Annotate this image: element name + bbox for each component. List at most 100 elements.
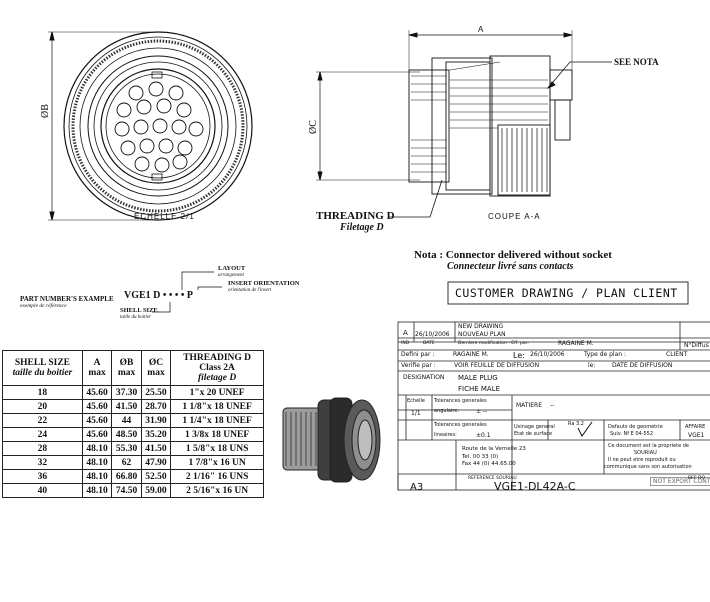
shell-size-sub: taille du boitier	[120, 315, 152, 320]
confid-2: SOURIAU	[634, 450, 657, 456]
affaire-label: AFFAIRE	[685, 424, 706, 430]
table-cell: 44	[111, 413, 142, 428]
ind-header: IND	[401, 341, 410, 346]
th-shell-sub: taille du boitier	[12, 368, 73, 378]
section-label: COUPE A-A	[488, 212, 541, 221]
voir-feuille: VOIR FEUILLE DE DIFFUSION	[454, 362, 540, 369]
mod-author: RAGAINE M.	[558, 340, 594, 347]
rev1-text-en: NEW DRAWING	[458, 323, 504, 330]
note-english: Nota : Connector delivered without socke…	[414, 249, 612, 261]
shell-size-label: SHELL SIZE	[120, 307, 158, 314]
not-export-label: NOT EXPORT CONTR	[650, 477, 710, 486]
th-c-sub: max	[147, 368, 165, 378]
affaire-value: VGE1	[688, 432, 705, 439]
diffusion-label: N°Diffus	[684, 342, 709, 349]
table-cell: 66.80	[111, 469, 142, 484]
insert-orientation-label: INSERT ORIENTATION	[228, 280, 300, 287]
part-number-leaders	[152, 271, 222, 313]
see-nota-label: SEE NOTA	[614, 57, 659, 67]
customer-drawing-title: CUSTOMER DRAWING / PLAN CLIENT	[455, 286, 678, 300]
designation-en: MALE PLUG	[458, 374, 498, 382]
le2-label: le:	[588, 362, 596, 369]
part-code-dots: • • • •	[160, 290, 187, 301]
table-cell: 48.10	[81, 469, 113, 484]
th-a-sub: max	[88, 368, 106, 378]
table-cell: 35.20	[140, 427, 172, 442]
format-value: A3	[410, 482, 424, 493]
th-b-main: ØB	[119, 358, 134, 368]
address-3: Fax 44 (0) 44.65.00	[462, 461, 516, 467]
section-view	[316, 30, 612, 218]
rev1-text-fr: NOUVEAU PLAN	[458, 331, 506, 338]
layout-sub: arrangement	[218, 273, 244, 278]
le-label: Le:	[513, 351, 525, 360]
date-diffusion: DATE DE DIFFUSION	[612, 362, 673, 369]
filetage-label: Filetage D	[340, 222, 384, 233]
usinage-label: Usinage general	[514, 424, 555, 430]
address-2: Tel. 00 33 (0)	[462, 454, 499, 460]
th-a-main: A	[93, 358, 101, 368]
th-threading-sub: Class 2A	[199, 363, 235, 373]
norme-label: Suiv. Nf E 04-552	[610, 431, 654, 437]
table-cell: 62	[111, 455, 142, 470]
table-cell: 1 3/8x 18 UNEF	[170, 427, 264, 442]
table-cell: 37.30	[111, 385, 142, 400]
table-cell: 55.30	[111, 441, 142, 456]
confid-3: Il ne peut etre reproduit ou	[608, 457, 676, 463]
table-cell: 1 7/8"x 16 UN	[170, 455, 264, 470]
table-cell: 20	[2, 399, 83, 414]
th-c-main: ØC	[148, 358, 164, 368]
designation-label: DESIGNATION	[403, 374, 445, 381]
connector-photo	[282, 397, 381, 483]
table-cell: 48.10	[81, 441, 113, 456]
defini-label: Defini par :	[401, 351, 435, 358]
title-block-grid	[397, 321, 710, 491]
table-cell: 1 1/8"x 18 UNEF	[170, 399, 264, 414]
th-threading-main: THREADING D	[183, 353, 252, 363]
th-shell-main: SHELL SIZE	[14, 358, 71, 368]
table-cell: 25.50	[140, 385, 172, 400]
table-cell: 28.70	[140, 399, 172, 414]
table-cell: 24	[2, 427, 83, 442]
part-example-sub: exemple de référence	[20, 303, 67, 309]
lineaires-label: lineaires:	[434, 432, 457, 438]
tol-label: Tolerances generales	[434, 398, 487, 404]
defini-name: RAGAINE M.	[453, 351, 489, 358]
le-date: 26/10/2006	[530, 351, 565, 358]
table-cell: 74.50	[111, 483, 142, 498]
th-threading-sub2: filetage D	[197, 373, 237, 383]
table-cell: 1 1/4"x 18 UNEF	[170, 413, 264, 428]
type-plan-label: Type de plan :	[584, 351, 626, 358]
confid-1: Ce document est la propriete de	[608, 443, 689, 449]
table-cell: 31.90	[140, 413, 172, 428]
front-view	[48, 31, 253, 221]
mod-header: Derniere modification - Eff. par:	[458, 341, 529, 346]
reference-value: VGE1-DL42A-C	[494, 480, 576, 493]
matiere-value: --	[550, 402, 555, 409]
designation-fr: FICHE MALE	[458, 385, 501, 393]
table-cell: 48.10	[81, 455, 113, 470]
dim-label-a: A	[478, 25, 484, 34]
table-cell: 2 5/16"x 16 UN	[170, 483, 264, 498]
client-label: CLIENT	[666, 351, 688, 358]
table-cell: 48.10	[81, 483, 113, 498]
threading-label: THREADING D	[316, 210, 395, 222]
ra-label: Ra 3.2	[568, 421, 584, 427]
table-cell: 45.60	[81, 413, 113, 428]
table-cell: 41.50	[140, 441, 172, 456]
note-french: Connecteur livré sans contacts	[447, 261, 574, 272]
title-block: A 26/10/2006 NEW DRAWING NOUVEAU PLAN IN…	[398, 320, 710, 493]
layout-label: LAYOUT	[218, 265, 246, 272]
table-cell: 40	[2, 483, 83, 498]
part-code-suffix: P	[186, 290, 194, 301]
